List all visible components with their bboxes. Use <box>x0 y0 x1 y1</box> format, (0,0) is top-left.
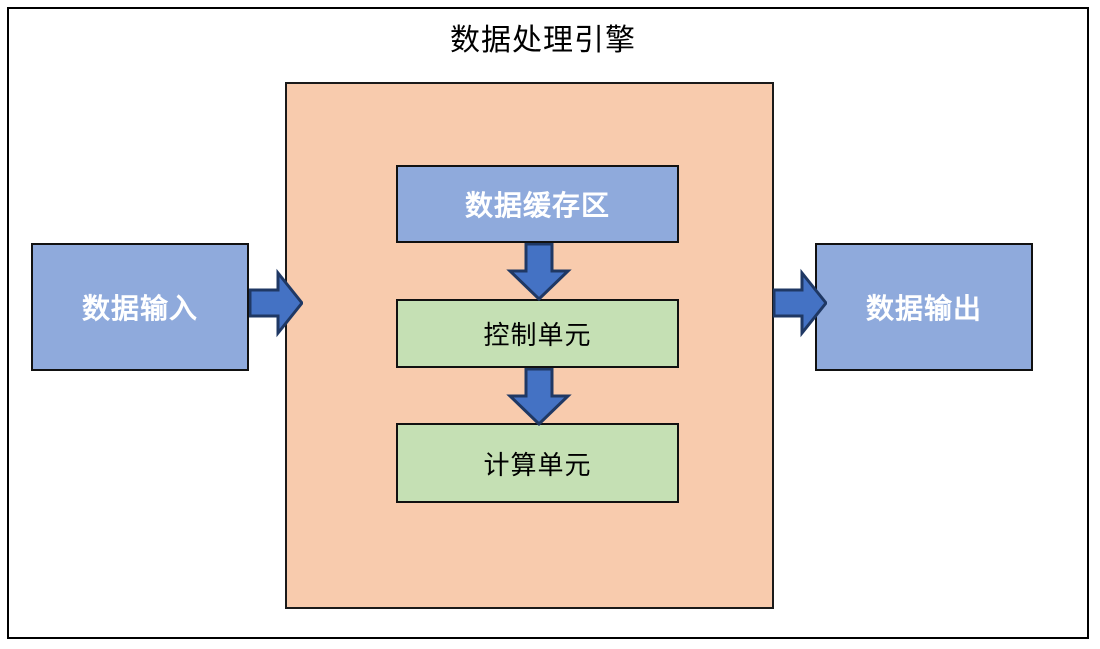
node-data-output-label: 数据输出 <box>865 293 982 324</box>
node-data-cache[interactable]: 数据缓存区 <box>396 165 679 243</box>
node-data-cache-label: 数据缓存区 <box>464 190 610 221</box>
node-compute-unit-label: 计算单元 <box>483 449 592 480</box>
node-control-unit-label: 控制单元 <box>483 320 592 350</box>
arrow-down-cache-to-control-icon <box>504 242 574 302</box>
node-data-input-label: 数据输入 <box>81 293 198 324</box>
page-title: 数据处理引擎 <box>450 24 636 57</box>
node-data-output[interactable]: 数据输出 <box>815 243 1033 371</box>
arrow-right-input-to-engine-icon <box>248 268 304 338</box>
arrow-down-control-to-compute-icon <box>504 367 574 427</box>
node-data-input[interactable]: 数据输入 <box>31 243 249 371</box>
node-control-unit[interactable]: 控制单元 <box>396 299 679 368</box>
arrow-right-engine-to-output-icon <box>772 268 828 338</box>
node-compute-unit[interactable]: 计算单元 <box>396 423 679 503</box>
